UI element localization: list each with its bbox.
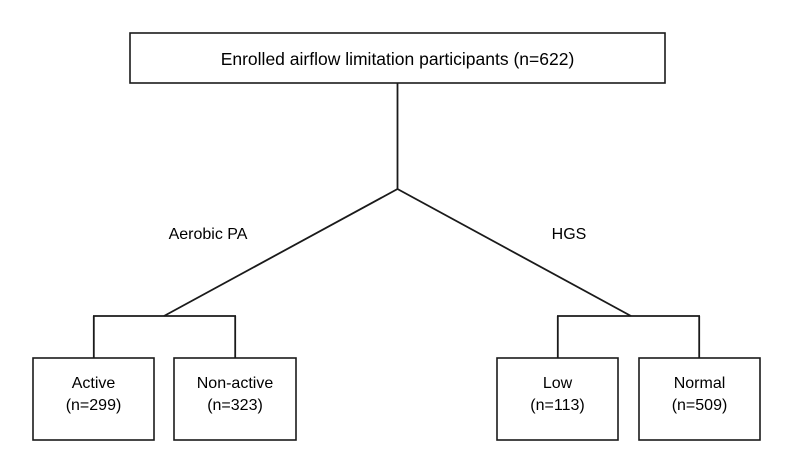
leaf-node-label-non-active: Non-active (197, 375, 274, 392)
leaf-node-label-low: Low (543, 375, 573, 392)
branch-label-aerobic-pa: Aerobic PA (169, 226, 248, 243)
root-node-label: Enrolled airflow limitation participants… (221, 49, 575, 69)
leaf-node-count-non-active: (n=323) (207, 397, 263, 414)
split-connector-left (163, 188, 398, 317)
leaf-node-box-active (32, 357, 155, 441)
leaf-node-label-active: Active (72, 375, 116, 392)
leaf-node-count-low: (n=113) (530, 397, 584, 414)
branch-label-hgs: HGS (552, 226, 587, 243)
leaf-node-box-low (496, 357, 619, 441)
leaf-node-label-normal: Normal (674, 375, 726, 392)
root-node-box (129, 32, 666, 84)
leaf-node-count-normal: (n=509) (672, 397, 728, 414)
leaf-node-count-active: (n=299) (66, 397, 122, 414)
leaf-node-box-non-active (173, 357, 297, 441)
split-connector-right (397, 188, 632, 317)
leaf-node-box-normal (638, 357, 761, 441)
